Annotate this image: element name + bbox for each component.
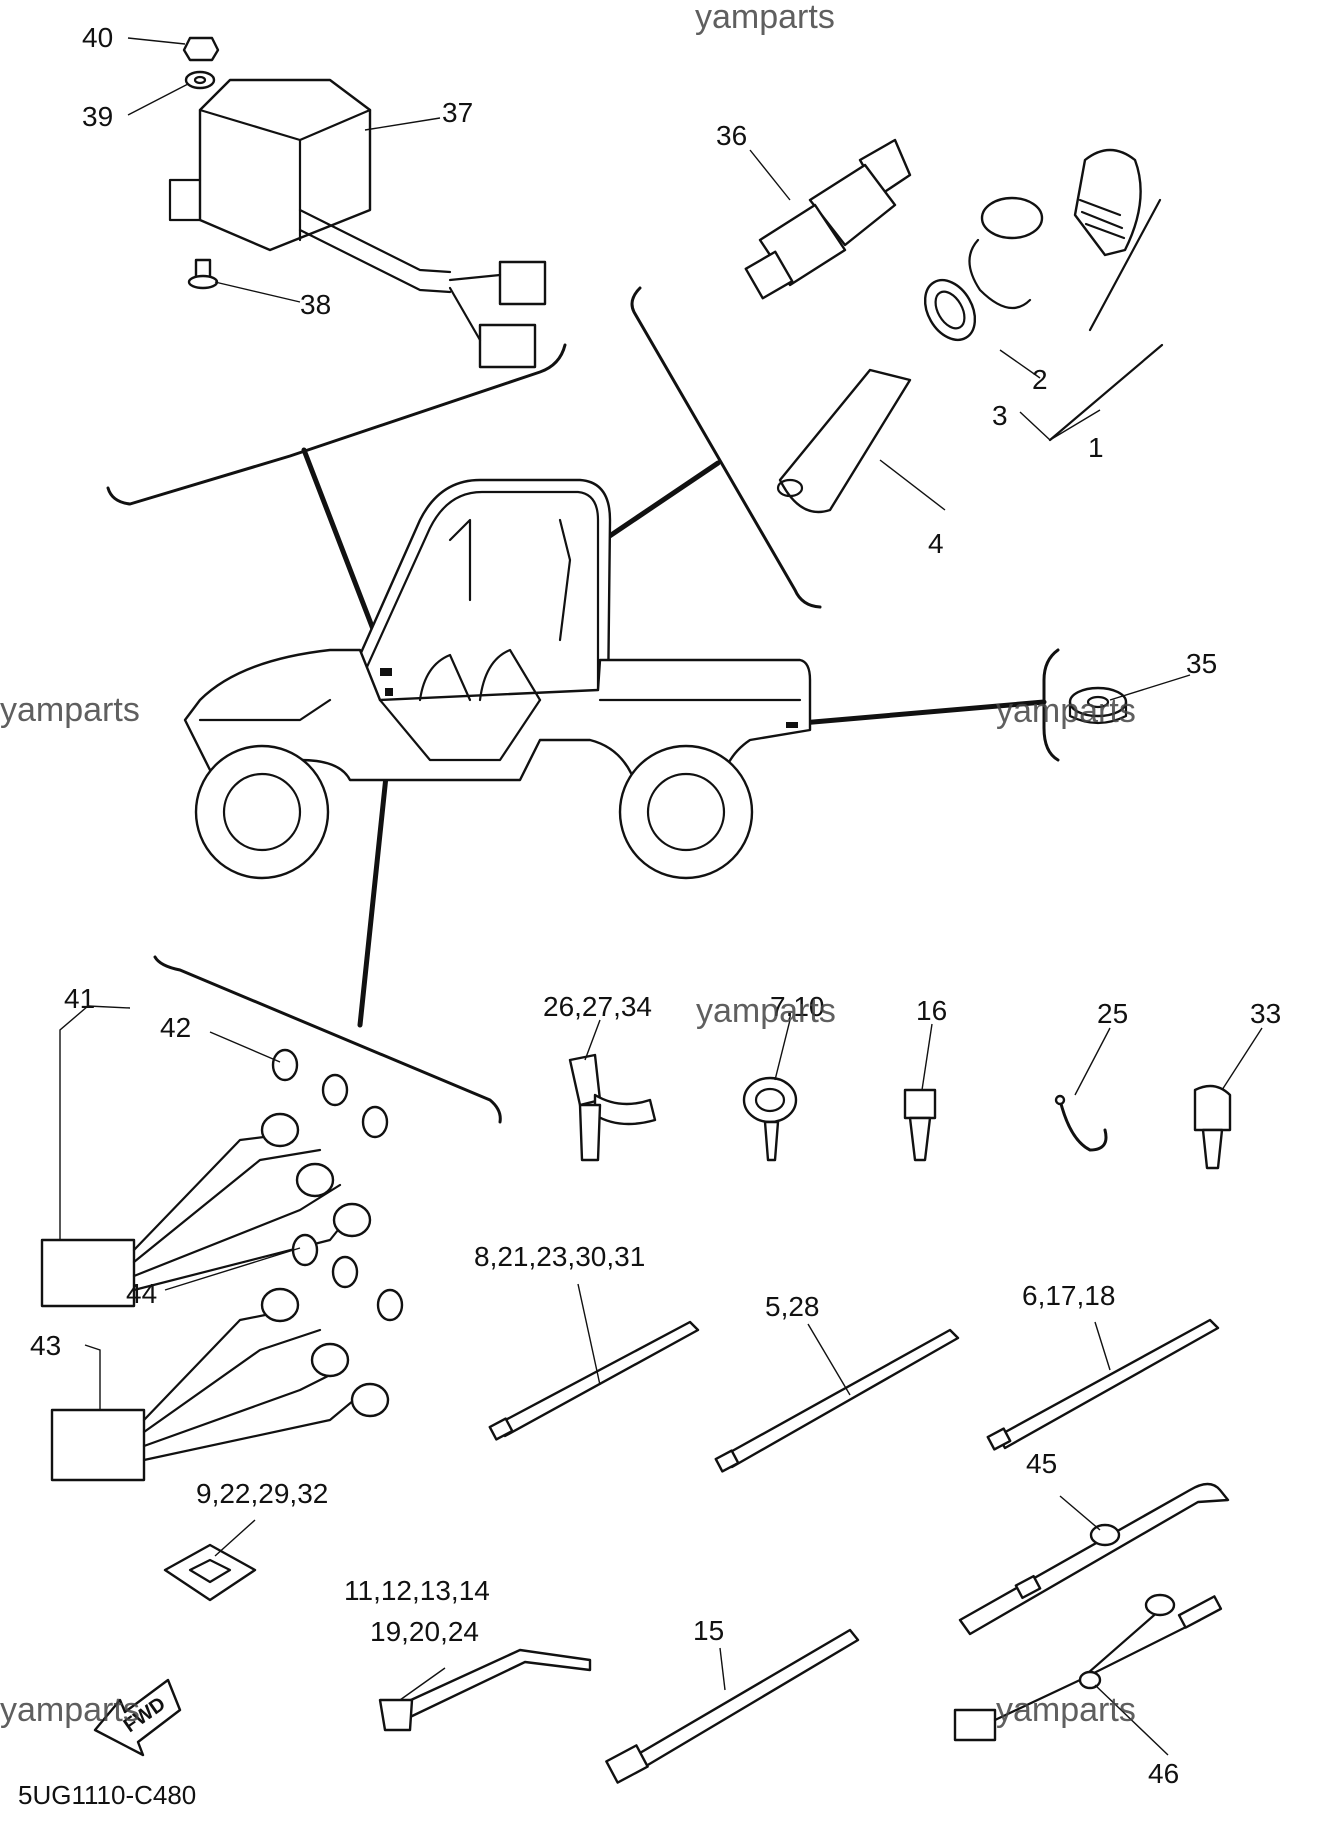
callout-1: 1 — [1088, 432, 1104, 463]
clip-16 — [903, 1088, 937, 1162]
fwd-arrow-icon — [93, 1678, 182, 1757]
clamp-25 — [1054, 1094, 1108, 1152]
watermark: yamparts — [696, 992, 836, 1030]
callout-9-22-29-32: 9,22,29,32 — [196, 1478, 329, 1509]
cable-tie-11-12-13-14 — [378, 1648, 592, 1732]
callout-3: 3 — [992, 400, 1008, 431]
cable-tie-8-21-23-30-31 — [488, 1320, 700, 1441]
callout-46: 46 — [1148, 1758, 1180, 1789]
callout-6-17-18: 6,17,18 — [1022, 1280, 1116, 1311]
lead-45 — [958, 1482, 1230, 1636]
cable-tie-6-17-18 — [986, 1318, 1220, 1451]
callout-25: 25 — [1097, 998, 1129, 1029]
callout-40: 40 — [82, 22, 114, 53]
clip-7-10 — [742, 1076, 798, 1162]
relay-assembly-37 — [168, 78, 547, 369]
bolt-38 — [187, 258, 219, 290]
clip-33 — [1193, 1084, 1232, 1170]
diagram-code: 5UG1110-C480 — [18, 1780, 197, 1810]
callout-38: 38 — [300, 289, 332, 320]
grommet-35 — [1068, 686, 1128, 725]
cable-tie-mount-9-22-29-32 — [163, 1543, 257, 1602]
callout-41: 41 — [64, 983, 96, 1014]
callout-8-21-23-30-31: 8,21,23,30,31 — [474, 1241, 646, 1272]
lead-46 — [953, 1593, 1223, 1742]
watermark: yamparts — [0, 691, 140, 729]
socket-assembly-1 — [776, 148, 1164, 514]
washer-39 — [184, 70, 216, 90]
callout-33: 33 — [1250, 998, 1282, 1029]
callout-37: 37 — [442, 97, 474, 128]
callout-4: 4 — [928, 528, 944, 559]
watermark: yamparts — [0, 1691, 140, 1729]
callout-16: 16 — [916, 995, 948, 1026]
cable-tie-15 — [605, 1628, 860, 1784]
watermark: yamparts — [996, 692, 1136, 730]
callout-36: 36 — [716, 120, 748, 151]
callout-5-28: 5,28 — [765, 1291, 820, 1322]
sensor-36 — [744, 138, 912, 300]
callout-19-20-24: 19,20,24 — [370, 1616, 479, 1647]
callout-11-12-13-14: 11,12,13,14 — [344, 1575, 490, 1606]
callout-7-10: 7,10 — [770, 991, 825, 1022]
callout-35: 35 — [1186, 648, 1218, 679]
vehicle-illustration — [183, 478, 812, 880]
callout-15: 15 — [693, 1615, 725, 1646]
callout-45: 45 — [1026, 1448, 1058, 1479]
nut-40 — [182, 36, 220, 62]
callout-42: 42 — [160, 1012, 192, 1043]
callout-39: 39 — [82, 101, 114, 132]
callout-2: 2 — [1032, 364, 1048, 395]
cable-tie-5-28 — [714, 1328, 960, 1473]
clip-26-27-34 — [568, 1053, 657, 1162]
bulb-harness-41 — [40, 1048, 389, 1308]
bulb-harness-43 — [50, 1233, 404, 1482]
callout-26-27-34: 26,27,34 — [543, 991, 652, 1022]
leader-lines — [59, 37, 1263, 1756]
callout-43: 43 — [30, 1330, 62, 1361]
watermark: yamparts — [996, 1691, 1136, 1729]
watermark: yamparts — [695, 0, 835, 36]
callout-44: 44 — [126, 1278, 158, 1309]
